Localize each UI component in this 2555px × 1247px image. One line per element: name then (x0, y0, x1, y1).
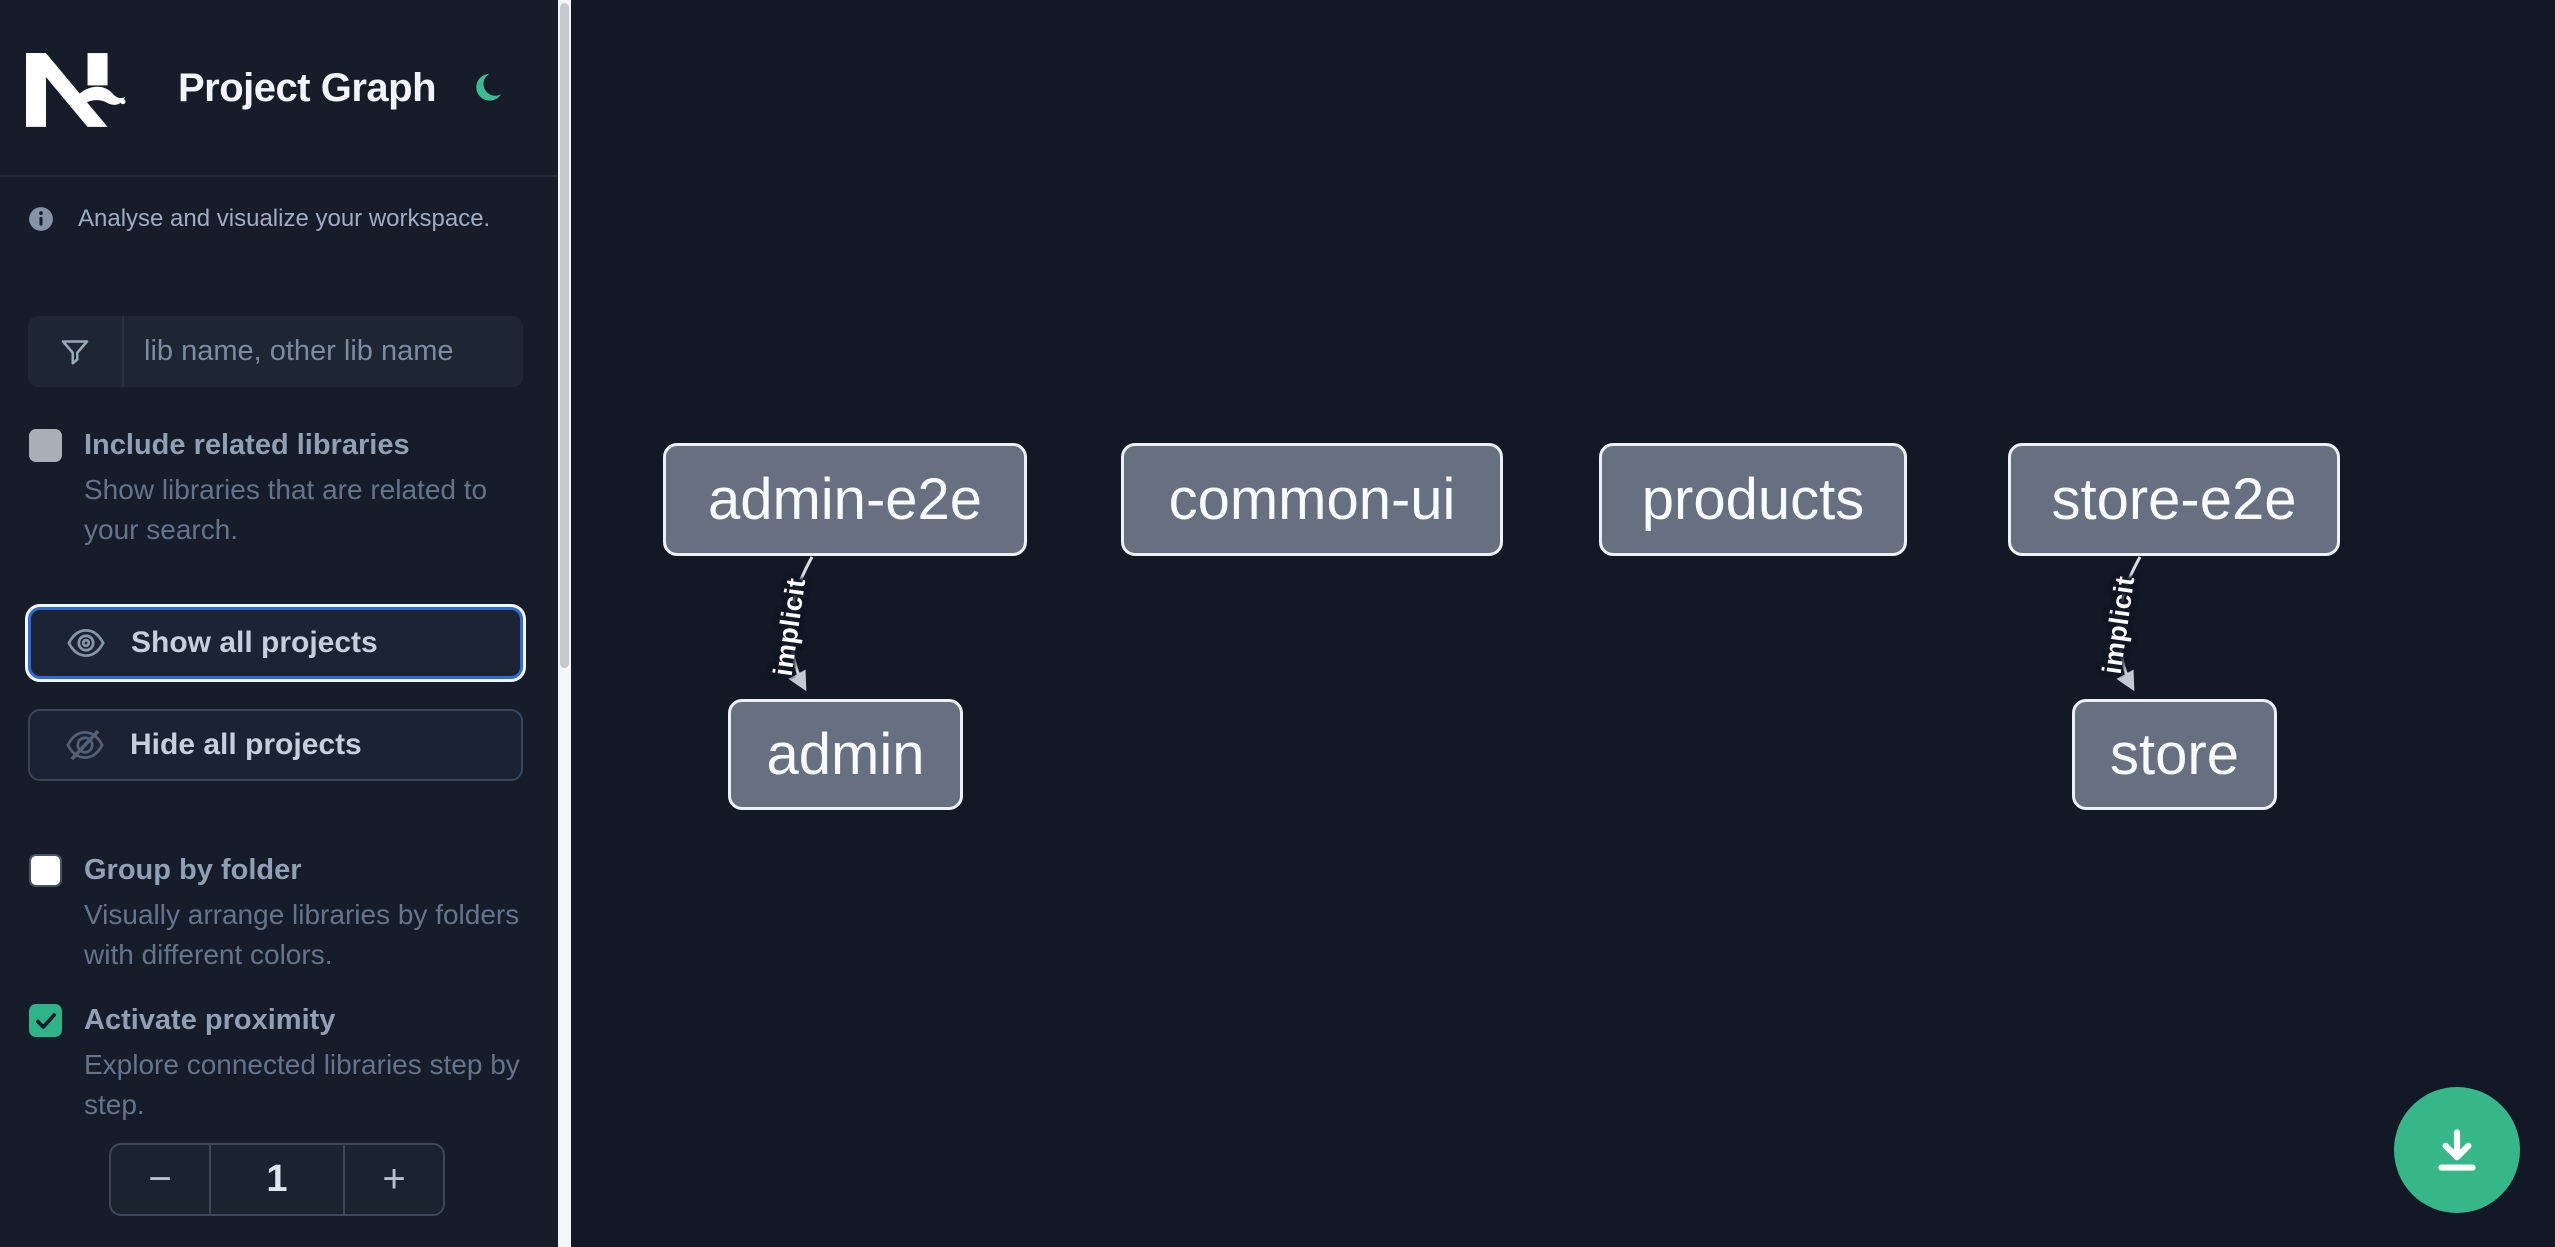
edge-store-e2e-to-store (2116, 556, 2142, 692)
edge-admin-e2e-to-admin (788, 556, 814, 692)
project-node-store[interactable]: store (2072, 699, 2277, 810)
eye-off-icon (66, 729, 104, 761)
hide-all-projects-button[interactable]: Hide all projects (28, 709, 523, 781)
increment-button[interactable]: + (382, 1157, 406, 1201)
activate-proximity-description: Explore connected libraries step by step… (84, 1049, 520, 1120)
checkmark-icon (35, 1012, 56, 1029)
project-node-products[interactable]: products (1599, 443, 1907, 556)
project-node-admin-e2e[interactable]: admin-e2e (663, 443, 1027, 556)
download-icon (2438, 1129, 2476, 1171)
nx-logo (26, 53, 126, 127)
project-node-admin[interactable]: admin (728, 699, 963, 810)
include-related-row: Include related libraries Show libraries… (29, 427, 539, 550)
workspace-tagline: Analyse and visualize your workspace. (78, 205, 491, 232)
page-title: Project Graph (178, 66, 437, 110)
graph-canvas[interactable]: admin-e2e common-ui products store-e2e a… (571, 0, 2555, 1247)
group-by-folder-checkbox[interactable] (29, 854, 62, 887)
include-related-label: Include related libraries (84, 429, 410, 461)
show-all-projects-button[interactable]: Show all projects (28, 607, 523, 679)
project-node-store-e2e[interactable]: store-e2e (2008, 443, 2340, 556)
workspace-tagline-row: Analyse and visualize your workspace. (28, 205, 490, 233)
decrement-button[interactable]: − (148, 1157, 172, 1201)
show-all-projects-label: Show all projects (131, 626, 378, 659)
include-related-checkbox[interactable] (29, 429, 62, 462)
project-node-common-ui[interactable]: common-ui (1121, 443, 1503, 556)
sidebar: Project Graph Analyse and visualize your… (0, 0, 558, 1247)
depth-value[interactable]: 1 (209, 1145, 345, 1214)
dependency-edges (788, 556, 2142, 692)
moon-icon[interactable] (470, 71, 504, 105)
filter-input-group (28, 316, 523, 387)
funnel-icon (28, 316, 124, 387)
group-by-folder-row: Group by folder Visually arrange librari… (29, 852, 539, 975)
info-icon (29, 207, 53, 231)
activate-proximity-label: Activate proximity (84, 1004, 336, 1036)
group-by-folder-label: Group by folder (84, 854, 302, 886)
activate-proximity-checkbox[interactable] (29, 1004, 62, 1037)
group-by-folder-description: Visually arrange libraries by folders wi… (84, 899, 520, 970)
activate-proximity-row: Activate proximity Explore connected lib… (29, 1002, 539, 1125)
proximity-depth-stepper: − 1 + (109, 1143, 445, 1216)
filter-input[interactable] (124, 316, 523, 387)
eye-icon (67, 628, 105, 658)
sidebar-scrollbar-track[interactable] (558, 0, 571, 1247)
sidebar-scrollbar-thumb[interactable] (560, 3, 569, 668)
sidebar-header: Project Graph (0, 0, 558, 177)
hide-all-projects-label: Hide all projects (130, 728, 362, 761)
download-image-button[interactable] (2394, 1087, 2520, 1213)
include-related-description: Show libraries that are related to your … (84, 474, 488, 545)
